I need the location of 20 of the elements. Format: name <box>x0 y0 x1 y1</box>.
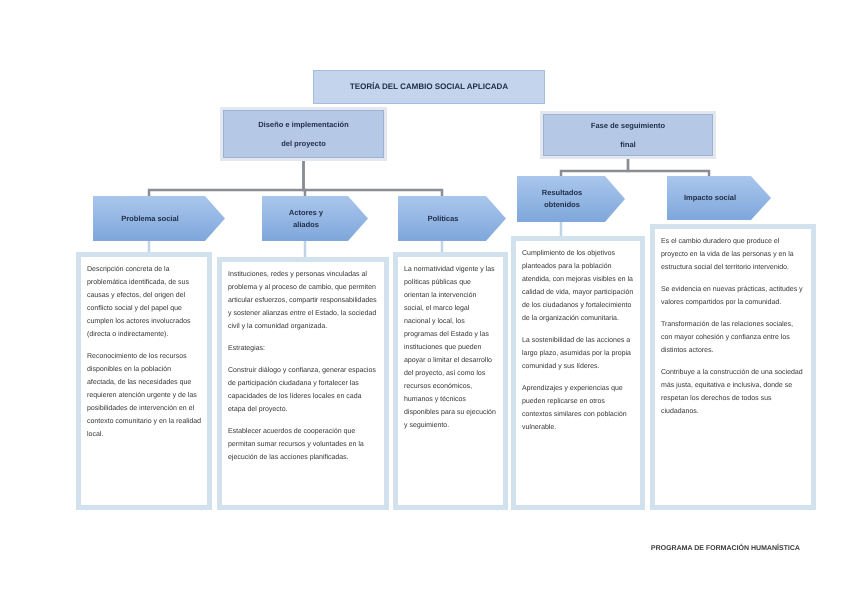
description-panel <box>76 252 212 510</box>
category-box <box>220 107 387 161</box>
category-box <box>540 111 716 159</box>
title-text: TEORÍA DEL CAMBIO SOCIAL APLICADA <box>350 82 508 91</box>
description-panel <box>650 224 816 510</box>
heading-banner <box>262 196 368 241</box>
connector-line <box>440 241 444 252</box>
connector-line <box>626 159 710 176</box>
description-panel <box>511 236 645 510</box>
connector-line <box>304 241 306 257</box>
description-panel <box>217 257 389 510</box>
heading-banner <box>517 176 625 222</box>
title-box <box>313 70 545 104</box>
connector-line <box>560 222 562 236</box>
connector-line <box>302 161 444 196</box>
description-panel <box>393 252 508 510</box>
heading-banner <box>93 196 225 241</box>
connector-line <box>148 241 150 252</box>
heading-banner <box>398 196 506 241</box>
heading-banner <box>667 176 771 220</box>
